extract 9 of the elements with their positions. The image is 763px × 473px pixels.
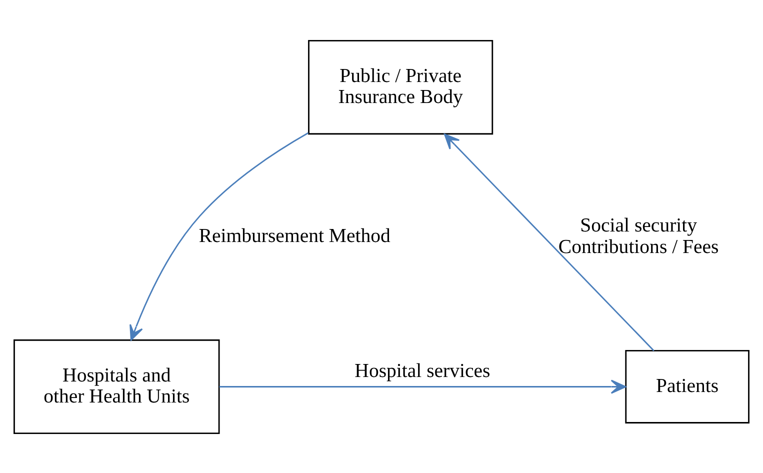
node-box: Hospitals and other Health Units [14,338,220,434]
node-box: Public / Private Insurance Body [308,39,494,134]
arrow [130,132,309,340]
node-box: Patients [625,350,750,423]
edge-label: Social security Contributions / Fees [558,214,719,258]
edge-label: Hospital services [354,360,490,382]
edge-label: Reimbursement Method [198,224,390,247]
arrow [444,133,654,351]
arrow [219,379,626,394]
